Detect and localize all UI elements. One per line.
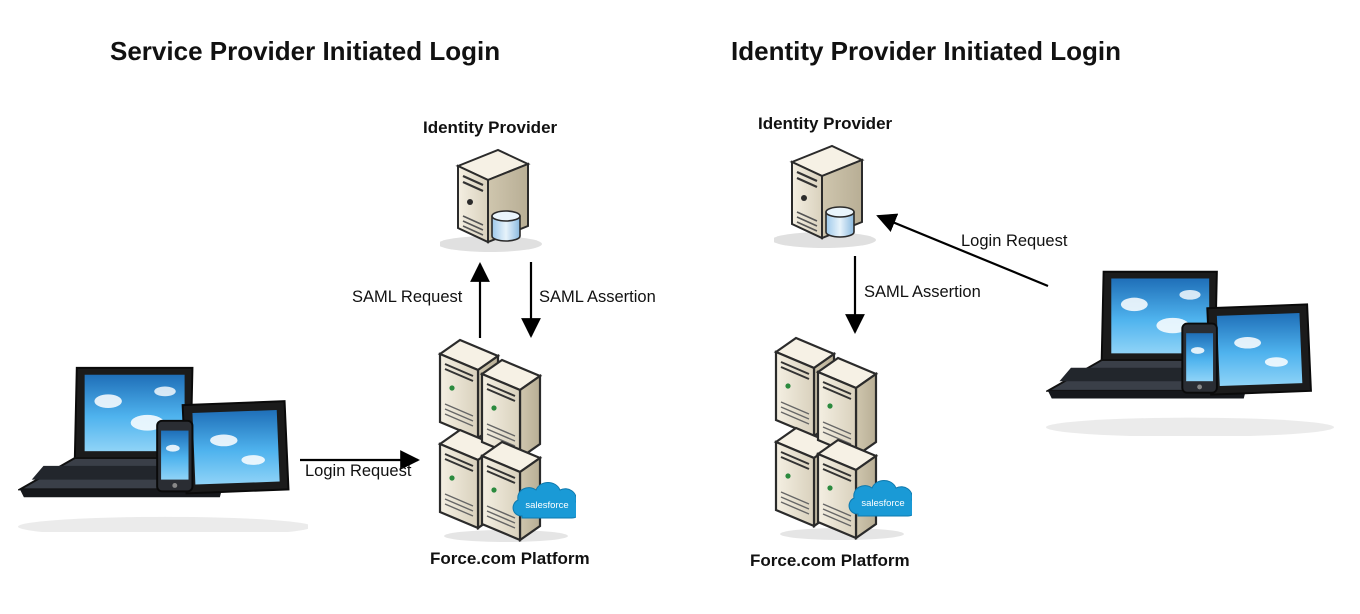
idp-badge-text: salesforce <box>861 498 904 509</box>
sp-saml-request-label: SAML Request <box>352 288 463 306</box>
sp-login-request-label: Login Request <box>305 462 412 480</box>
idp-devices-icon <box>1046 270 1335 436</box>
sp-badge-text: salesforce <box>525 500 568 511</box>
idp-panel-title: Identity Provider Initiated Login <box>731 36 1122 66</box>
sp-server-cluster-icon: salesforce <box>438 338 576 542</box>
idp-idp-label: Identity Provider <box>758 114 893 133</box>
sp-cloud-badge-icon: salesforce <box>512 482 576 519</box>
idp-platform-label: Force.com Platform <box>750 551 910 570</box>
idp-login-request-label: Login Request <box>961 232 1068 250</box>
idp-server-cluster-icon: salesforce <box>774 336 912 540</box>
sp-saml-assertion-label: SAML Assertion <box>539 288 656 306</box>
idp-saml-assertion-label: SAML Assertion <box>864 283 981 301</box>
sp-idp-label: Identity Provider <box>423 118 558 137</box>
idp-cloud-badge-icon: salesforce <box>848 480 912 517</box>
sp-panel-title: Service Provider Initiated Login <box>110 36 501 66</box>
idp-login-request-arrow <box>876 213 1049 288</box>
sp-platform-label: Force.com Platform <box>430 549 590 568</box>
